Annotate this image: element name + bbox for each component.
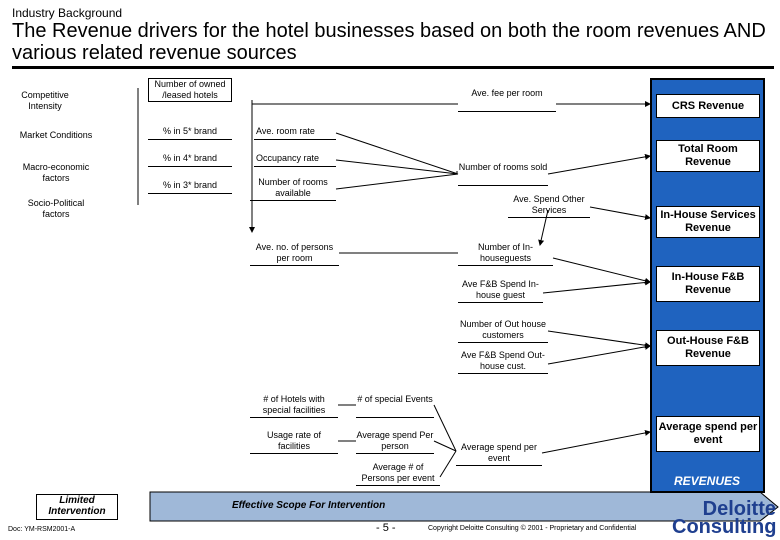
inhouse-fb-revenue-box: In-House F&B Revenue (656, 266, 760, 302)
persons-per-room-box: Ave. no. of persons per room (250, 242, 339, 266)
usage-rate-box: Usage rate of facilities (250, 430, 338, 454)
doc-id: Doc: YM-RSM2001-A (8, 526, 76, 533)
rooms-sold-box: Number of rooms sold (458, 162, 548, 186)
copyright: Copyright Deloitte Consulting © 2001 - P… (428, 525, 637, 532)
total-room-revenue-box: Total Room Revenue (656, 140, 760, 172)
revenues-label: REVENUES (673, 474, 741, 488)
effective-scope-label: Effective Scope For Intervention (232, 500, 386, 511)
rooms-available-box: Number of rooms available (250, 177, 336, 201)
hotels-special-facilities-box: # of Hotels with special facilities (250, 394, 338, 418)
avg-spend-person-box: Average spend Per person (356, 430, 434, 454)
factor-market-conditions: Market Conditions (19, 130, 93, 140)
outhouse-fb-revenue-box: Out-House F&B Revenue (656, 330, 760, 366)
section-label: Industry Background (12, 6, 123, 20)
page-number: - 5 - (376, 522, 396, 534)
fee-per-room-box: Ave. fee per room (458, 88, 556, 112)
inhouse-services-revenue-box: In-House Services Revenue (656, 206, 760, 238)
deloitte-logo: Deloitte Consulting (672, 498, 777, 538)
limited-intervention-box: Limited Intervention (36, 494, 118, 520)
factor-macro-economic: Macro-economic factors (22, 162, 90, 183)
five-star-box: % in 5* brand (148, 126, 232, 140)
logo-line-deloitte: Deloitte (702, 498, 776, 520)
occupancy-rate-box: Occupancy rate (254, 153, 336, 167)
fb-spend-outhouse-box: Ave F&B Spend Out-house cust. (458, 350, 548, 374)
three-star-box: % in 3* brand (148, 180, 232, 194)
title-divider (12, 66, 774, 69)
logo-line-consulting: Consulting (672, 516, 777, 538)
avg-spend-event-revenue-box: Average spend per event (656, 416, 760, 452)
special-events-box: # of special Events (356, 394, 434, 418)
outhouse-customers-box: Number of Out house customers (458, 319, 548, 343)
factor-socio-political: Socio-Political factors (27, 198, 85, 219)
fb-spend-inhouse-box: Ave F&B Spend In-house guest (458, 279, 543, 303)
owned-hotels-box: Number of owned /leased hotels (148, 78, 232, 102)
inhouse-guests-box: Number of In-houseguests (458, 242, 553, 266)
factor-competitive-intensity: Competitive Intensity (21, 90, 69, 111)
spend-other-services-box: Ave. Spend Other Services (508, 194, 590, 218)
avg-spend-event-box: Average spend per event (456, 442, 542, 466)
four-star-box: % in 4* brand (148, 153, 232, 167)
crs-revenue-box: CRS Revenue (656, 94, 760, 118)
avg-persons-event-box: Average # of Persons per event (356, 462, 440, 486)
room-rate-box: Ave. room rate (254, 126, 336, 140)
page-title: The Revenue drivers for the hotel busine… (12, 20, 766, 64)
